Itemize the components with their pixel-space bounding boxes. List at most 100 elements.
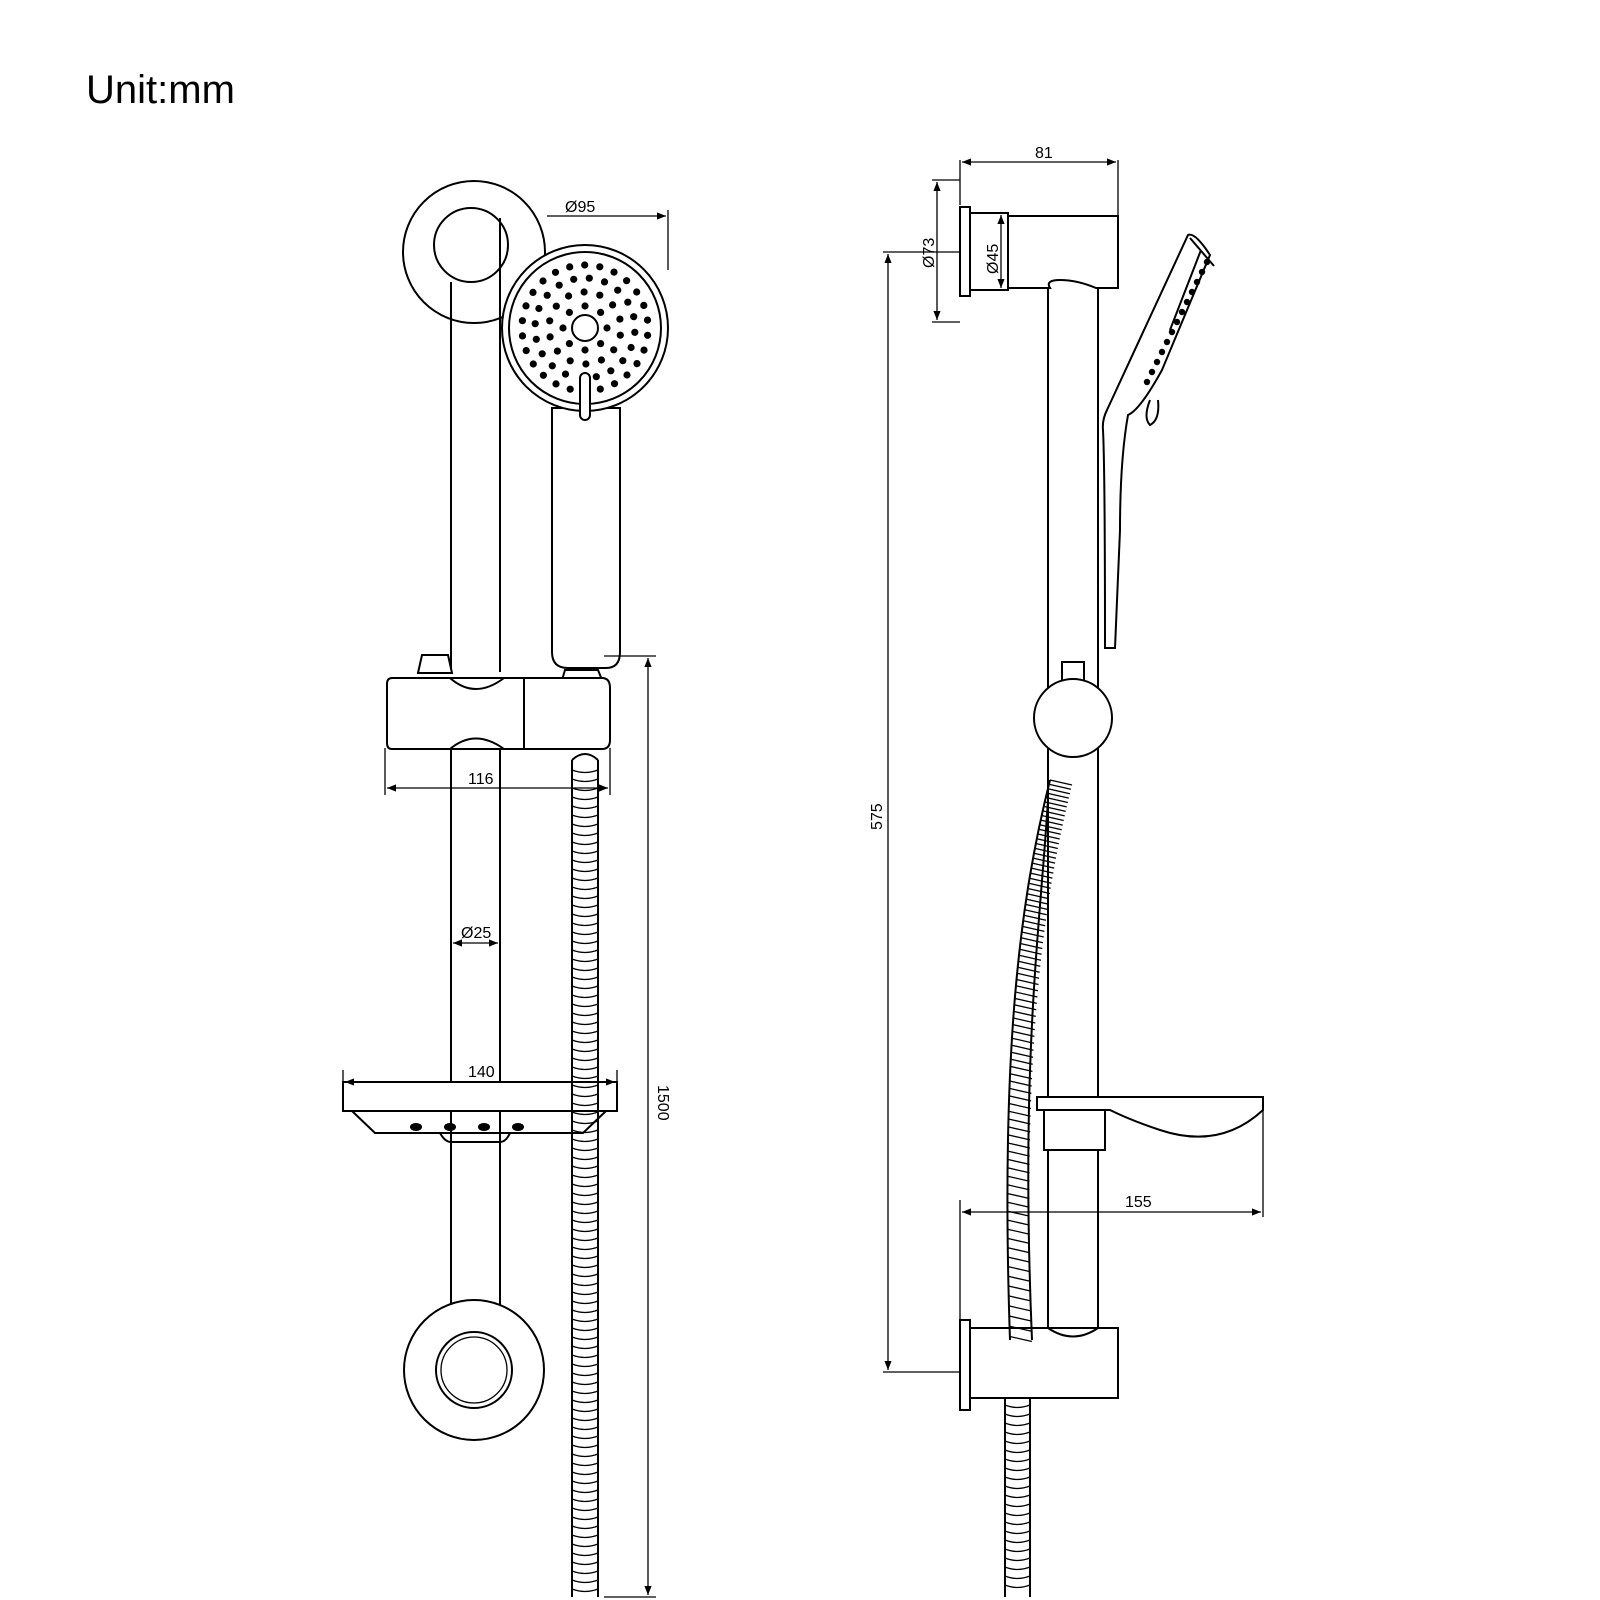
- nozzle-dot: [643, 316, 652, 324]
- hose-coil: [571, 994, 599, 999]
- hose-coil: [1018, 960, 1041, 967]
- hose-coil: [571, 1174, 599, 1179]
- nozzle-dot: [1148, 368, 1156, 376]
- hose-coil: [571, 1111, 599, 1116]
- hose-coil: [1004, 1566, 1031, 1571]
- hose-coil: [1042, 810, 1065, 817]
- dim-holder-width: 116: [468, 771, 494, 788]
- hose-coil: [1013, 1017, 1036, 1024]
- hose-coil: [571, 1309, 599, 1314]
- nozzle-dot: [596, 385, 604, 393]
- hose-coil: [571, 1588, 599, 1593]
- drain-slot: [478, 1123, 490, 1131]
- hose-coil: [571, 1291, 599, 1296]
- hose-coil: [571, 1435, 599, 1440]
- dim-bracket-diameter: Ø45: [985, 244, 1002, 274]
- hose-coil: [1007, 1201, 1030, 1208]
- hose-coil: [571, 1390, 599, 1395]
- hose-coil: [571, 1399, 599, 1404]
- nozzle-dot: [644, 331, 652, 339]
- dim-head-diameter: Ø95: [565, 199, 595, 216]
- nozzle-dot: [1153, 358, 1161, 366]
- nozzle-dot: [619, 357, 627, 365]
- hose-coil: [1030, 872, 1053, 879]
- nozzle-dot: [1193, 278, 1201, 286]
- dim-bracket-spacing: 575: [869, 803, 886, 830]
- hose-coil: [1039, 824, 1062, 831]
- hose-coil: [1049, 779, 1073, 786]
- hose-coil: [571, 1372, 599, 1377]
- hose-coil: [1020, 937, 1044, 944]
- nozzle-dot: [539, 371, 548, 379]
- hose-coil: [571, 1156, 599, 1161]
- hose-coil: [571, 1147, 599, 1152]
- front-soap-dish: [342, 1081, 618, 1160]
- hose-coil: [571, 1165, 599, 1170]
- nozzle-dot: [522, 302, 530, 310]
- hose-coil: [1004, 1440, 1031, 1445]
- nozzle-dot: [597, 356, 606, 364]
- hose-coil: [571, 1516, 599, 1521]
- hose-coil: [571, 877, 599, 882]
- hose-coil: [571, 1093, 599, 1098]
- nozzle-dot: [581, 346, 589, 354]
- nozzle-dot: [1158, 348, 1166, 356]
- nozzle-dot: [555, 281, 563, 289]
- hose-coil: [1004, 1557, 1031, 1562]
- hose-coil: [1004, 1485, 1031, 1490]
- hose-coil: [1041, 814, 1064, 822]
- nozzle-dot: [559, 324, 567, 332]
- hose-coil: [1026, 893, 1050, 900]
- dim-wall-bracket-depth: 81: [1035, 145, 1053, 162]
- hose-coil: [571, 778, 599, 783]
- dim-rail-diameter: Ø25: [461, 925, 491, 942]
- hose-coil: [571, 913, 599, 918]
- hose-coil: [1008, 1126, 1031, 1133]
- hose-coil: [571, 1417, 599, 1422]
- hose-coil: [1009, 1325, 1032, 1332]
- nozzle-dot: [531, 320, 539, 328]
- hose-coil: [571, 1570, 599, 1575]
- nozzle-dot: [548, 362, 556, 370]
- hose-coil: [1009, 1315, 1032, 1322]
- nozzle-dot: [566, 357, 574, 365]
- hose-coil: [1012, 1030, 1035, 1038]
- hose-coil: [1012, 1023, 1035, 1031]
- nozzle-dot: [640, 301, 648, 309]
- hose-coil: [1007, 1150, 1030, 1157]
- nozzle-dot: [633, 288, 641, 296]
- side-hose-coils: [1004, 779, 1073, 1589]
- hose-coil: [571, 1075, 599, 1080]
- nozzle-dot: [566, 263, 574, 271]
- hose-coil: [571, 1102, 599, 1107]
- nozzle-dot: [627, 343, 635, 352]
- hose-coil: [571, 1345, 599, 1350]
- hose-coil: [571, 769, 599, 774]
- hose-coil: [571, 1444, 599, 1449]
- hose-coil: [1008, 1095, 1032, 1102]
- hose-coil: [1028, 882, 1051, 889]
- hose-coil: [571, 1471, 599, 1476]
- nozzle-dot: [522, 347, 530, 355]
- hose-coil: [1004, 1431, 1031, 1436]
- hose-coil: [1009, 1073, 1033, 1080]
- hose-coil: [1040, 819, 1063, 826]
- nozzle-dot: [609, 301, 617, 309]
- hose-coil: [1007, 1167, 1030, 1174]
- nozzle-dot: [529, 360, 537, 368]
- hose-coil: [571, 1282, 599, 1287]
- nozzle-dot: [1198, 268, 1206, 276]
- hose-coil: [571, 796, 599, 801]
- nozzle-dot: [610, 268, 618, 276]
- dim-total-height: 1500: [654, 1085, 671, 1121]
- hose-coil: [1004, 1458, 1031, 1463]
- hose-coil: [1004, 1521, 1031, 1526]
- nozzle-dot: [596, 291, 604, 299]
- nozzle-dot: [581, 302, 589, 310]
- side-slide-holder: [1033, 661, 1113, 758]
- front-dimensions: Ø95 116 Ø25 140 1500: [342, 199, 671, 1598]
- hose-coil: [1038, 828, 1061, 835]
- hose-coil: [1009, 1087, 1032, 1095]
- nozzle-dot: [600, 278, 609, 286]
